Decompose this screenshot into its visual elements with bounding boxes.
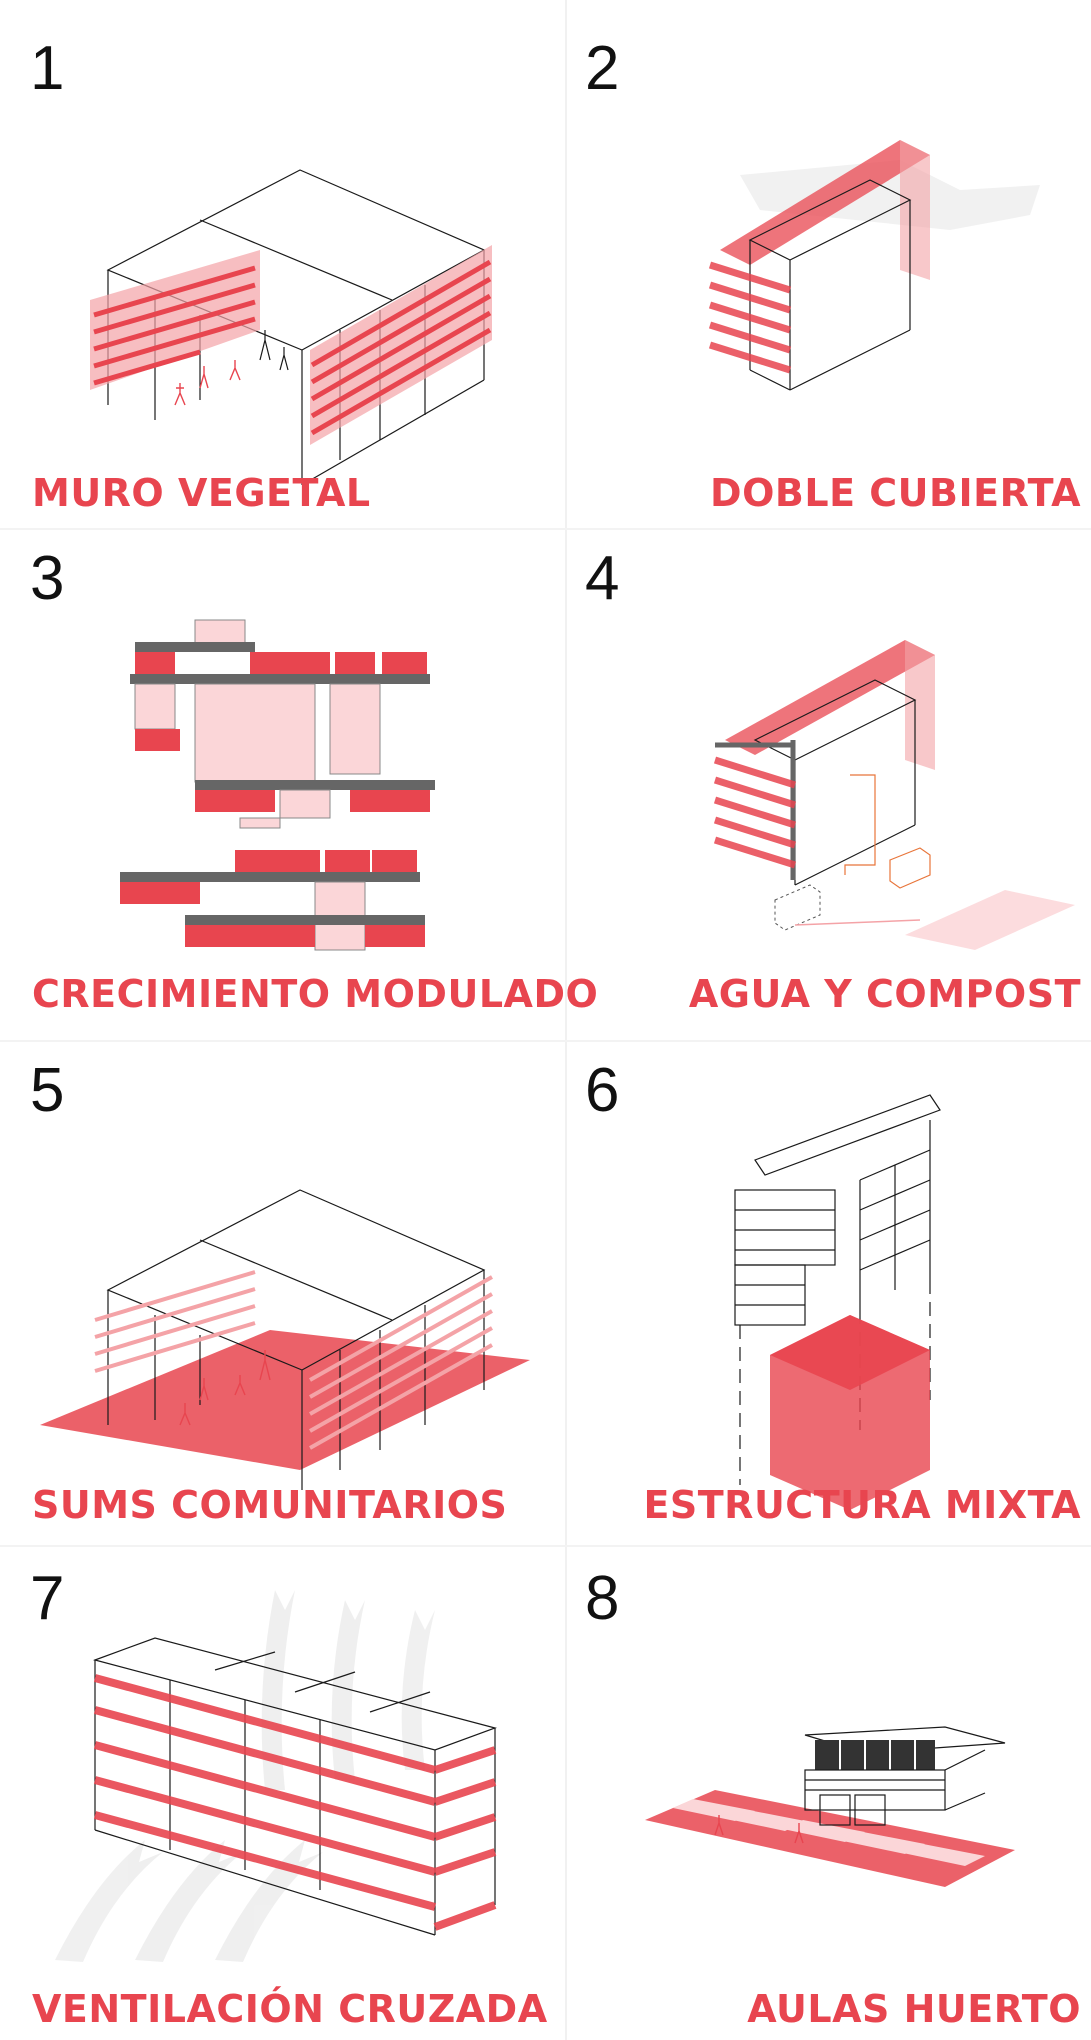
panel-title: MURO VEGETAL: [32, 471, 371, 515]
panel-title: CRECIMIENTO MODULADO: [32, 972, 599, 1016]
row-divider-2: [0, 1040, 1091, 1042]
panel-title: DOBLE CUBIERTA: [710, 471, 1081, 515]
panel-number: 6: [585, 1056, 620, 1125]
panel-number: 2: [585, 34, 620, 103]
panel-number: 4: [585, 544, 620, 613]
estructura-mixta-diagram: [734, 1094, 941, 1510]
row-divider-1: [0, 528, 1091, 530]
aulas-huerto-diagram: [645, 1726, 1015, 1887]
sums-comunitarios-diagram: [40, 1189, 530, 1490]
agua-y-compost-diagram: [713, 640, 1075, 950]
panel-title: VENTILACIÓN CRUZADA: [32, 1987, 548, 2031]
panel-title: SUMS COMUNITARIOS: [32, 1483, 508, 1527]
panel-number: 7: [30, 1564, 65, 1633]
crecimiento-modulado-diagram: [120, 619, 435, 951]
panel-number: 3: [30, 544, 65, 613]
panel-number: 5: [30, 1056, 65, 1125]
panel-title: AULAS HUERTO: [747, 1987, 1081, 2031]
column-divider: [565, 0, 567, 2040]
row-divider-3: [0, 1545, 1091, 1547]
panel-title: AGUA Y COMPOST: [688, 972, 1081, 1016]
doble-cubierta-diagram: [708, 140, 1040, 391]
panel-number: 1: [30, 34, 65, 103]
panel-number: 8: [585, 1564, 620, 1633]
panel-title: ESTRUCTURA MIXTA: [643, 1483, 1081, 1527]
ventilacion-cruzada-diagram: [55, 1590, 497, 1962]
muro-vegetal-diagram: [90, 169, 492, 486]
